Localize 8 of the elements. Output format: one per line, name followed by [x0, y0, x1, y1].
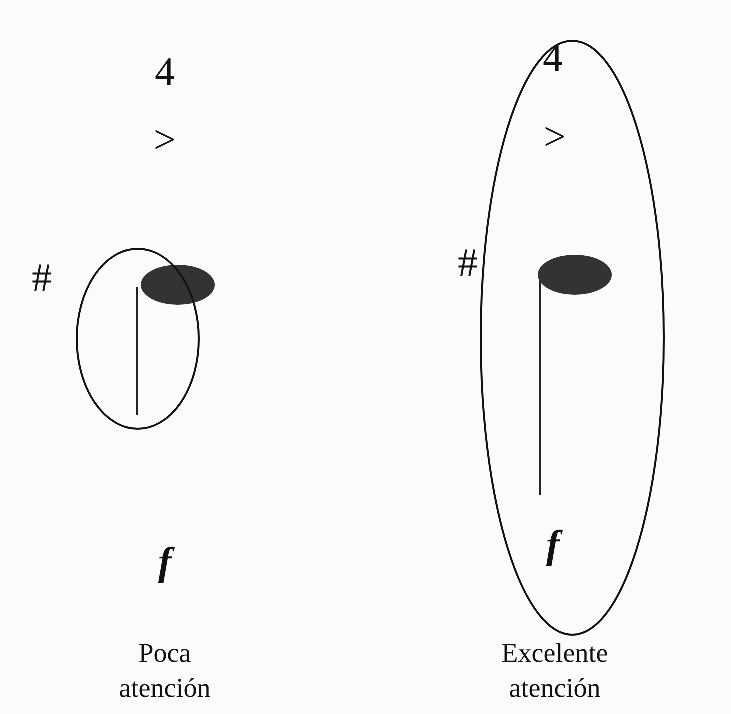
- music-symbol: 4: [543, 38, 563, 78]
- caption: Poca atención: [118, 637, 212, 705]
- music-symbol: #: [32, 258, 52, 298]
- music-symbol: 4: [155, 52, 175, 92]
- caption: Excelente atención: [500, 637, 610, 705]
- music-symbol: >: [544, 117, 566, 157]
- music-symbol: >: [154, 120, 176, 160]
- music-symbol: #: [458, 243, 478, 283]
